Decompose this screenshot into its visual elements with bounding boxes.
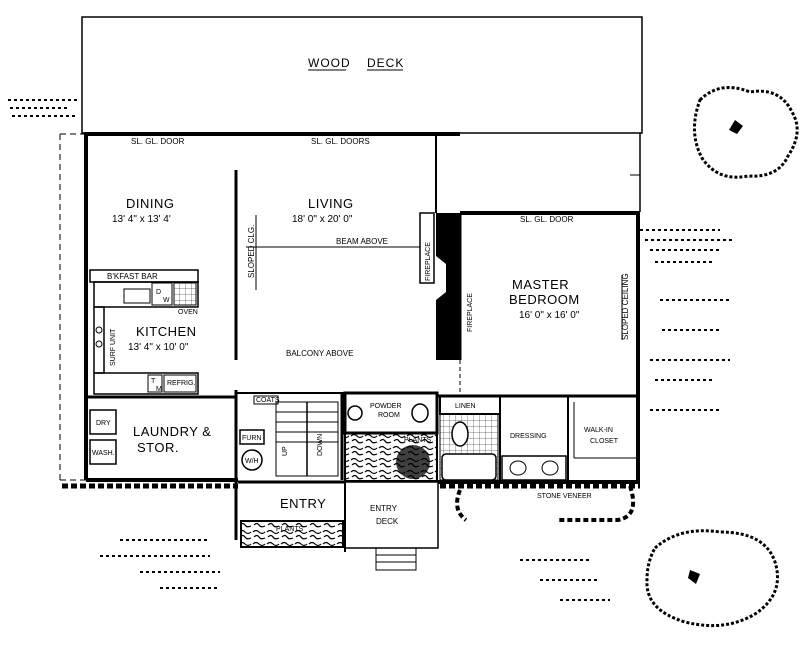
interior-walls <box>86 170 640 571</box>
bkfast-bar-label: B'KFAST BAR <box>107 272 158 281</box>
kitchen-fixtures <box>89 269 199 395</box>
dw-d-label: D <box>156 289 161 296</box>
master-label-1: MASTER <box>512 277 569 292</box>
wh-label: W/H <box>245 458 259 465</box>
oven-label: OVEN <box>178 309 198 316</box>
furn-label: FURN <box>242 435 261 442</box>
dressing-label: DRESSING <box>510 433 547 440</box>
living-label: LIVING <box>308 196 354 211</box>
room-labels: SL. GL. DOOR SL. GL. DOORS SL. GL. DOOR … <box>92 137 630 533</box>
laundry-label-2: STOR. <box>137 440 179 455</box>
exterior-walls <box>59 132 640 484</box>
living-dimensions: 18' 0" x 20' 0" <box>292 214 353 225</box>
plants-inner-label: PLANTS <box>404 437 432 444</box>
sl-gl-door-dining-label: SL. GL. DOOR <box>131 137 185 146</box>
m-label: M <box>156 386 162 393</box>
beam-above-label: BEAM ABOVE <box>336 237 388 246</box>
stairs <box>275 401 339 477</box>
stairs-up-label: UP <box>282 446 289 456</box>
refrig-label: REFRIG. <box>167 380 195 387</box>
sloped-ceiling-label: SLOPED CEILING <box>621 273 630 340</box>
laundry-label-1: LAUNDRY & <box>133 424 211 439</box>
bath-fixtures <box>347 403 567 481</box>
dry-label: DRY <box>96 420 111 427</box>
sloped-clg-label: SLOPED CLG. <box>247 225 256 278</box>
fireplace-living-label: FIREPLACE <box>425 242 432 281</box>
fireplace-master-label: FIREPLACE <box>467 293 474 332</box>
entry-deck-label-1: ENTRY <box>370 504 398 513</box>
wood-deck-label-2: DECK <box>367 56 404 70</box>
landscaping <box>8 86 799 628</box>
master-dimensions: 16' 0" x 16' 0" <box>519 310 580 321</box>
wood-deck-label-1: WOOD <box>308 56 351 70</box>
surf-unit-label: SURF UNIT <box>110 328 117 366</box>
living-annotations <box>246 215 623 340</box>
walk-in-closet-label-1: WALK-IN <box>584 427 613 434</box>
sl-gl-door-master-label: SL. GL. DOOR <box>520 215 574 224</box>
dining-dimensions: 13' 4" x 13' 4' <box>112 214 171 225</box>
laundry-fixtures <box>89 395 279 471</box>
master-label-2: BEDROOM <box>509 292 580 307</box>
stone-veneer-label: STONE VENEER <box>537 493 592 500</box>
stairs-down-label: DOWN <box>317 434 324 456</box>
wood-deck: WOOD DECK <box>81 16 643 212</box>
sl-gl-doors-living-label: SL. GL. DOORS <box>311 137 370 146</box>
dw-w-label: W <box>163 297 170 304</box>
powder-room-label-2: ROOM <box>378 412 400 419</box>
walk-in-closet-label-2: CLOSET <box>590 438 619 445</box>
wash-label: WASH. <box>92 450 115 457</box>
balcony-above-label: BALCONY ABOVE <box>286 349 353 358</box>
fireplace-mass <box>419 212 460 360</box>
entry-deck-label-2: DECK <box>376 517 399 526</box>
dining-label: DINING <box>126 196 175 211</box>
t-label: T <box>151 378 156 385</box>
linen-label: LINEN <box>455 403 476 410</box>
powder-room-label-1: POWDER <box>370 403 402 410</box>
entry-label: ENTRY <box>280 496 326 511</box>
plants-front-label: PLANTS <box>276 526 304 533</box>
coats-label: COATS <box>256 397 280 404</box>
kitchen-label: KITCHEN <box>136 324 197 339</box>
kitchen-dimensions: 13' 4" x 10' 0" <box>128 342 189 353</box>
